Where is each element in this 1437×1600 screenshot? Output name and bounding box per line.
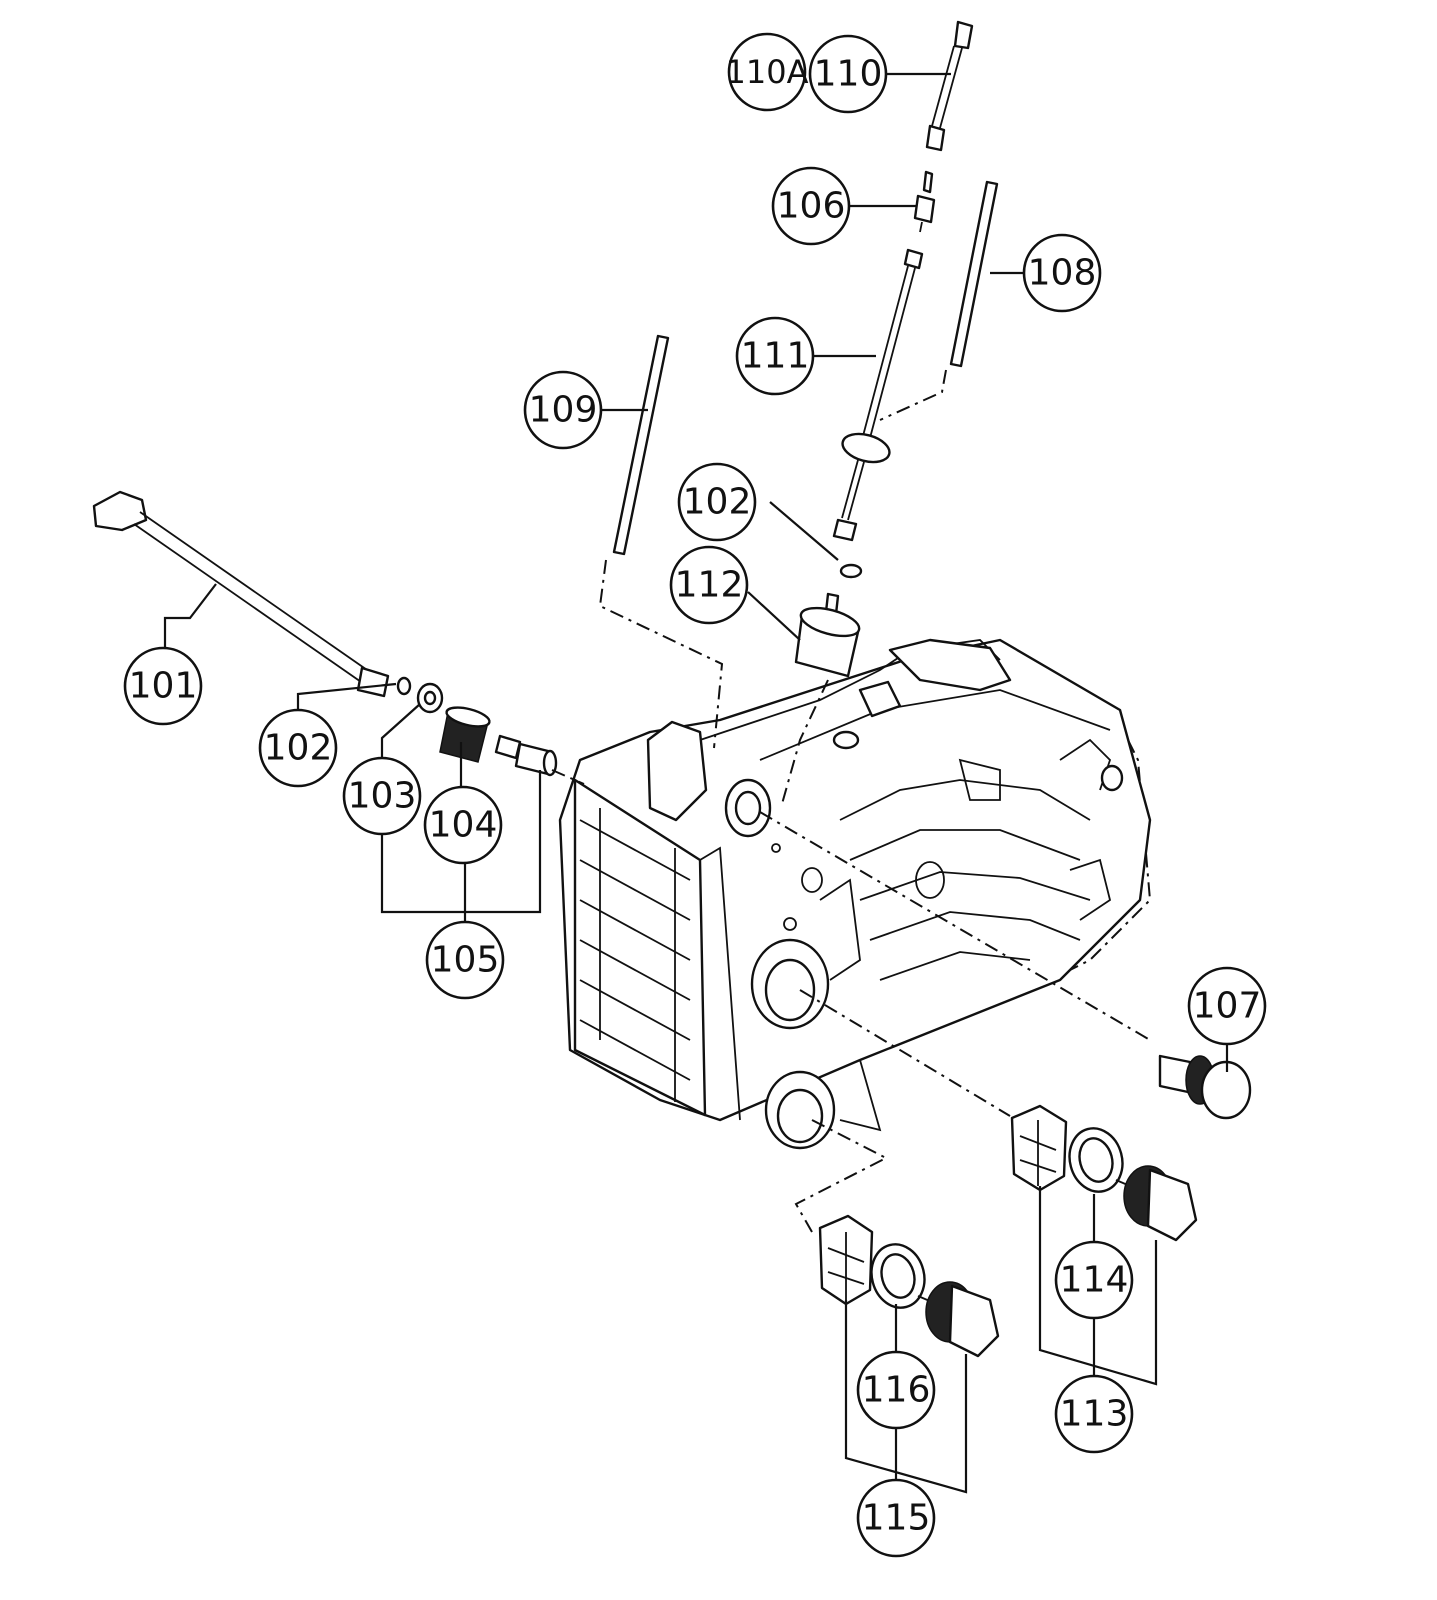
part-116-cap-assembly xyxy=(818,1214,1000,1358)
callout-103-label: 103 xyxy=(348,776,417,817)
leader-lines xyxy=(163,72,1229,1494)
callout-107-label: 107 xyxy=(1193,986,1262,1027)
callout-113: 113 xyxy=(1054,1374,1134,1454)
callout-102-top-label: 102 xyxy=(683,482,752,523)
callout-112-label: 112 xyxy=(675,565,744,606)
callout-105-label: 105 xyxy=(431,940,500,981)
part-104-filter xyxy=(439,706,491,763)
part-107-plug xyxy=(1158,1054,1252,1120)
callout-101: 101 xyxy=(123,646,203,726)
callout-102-top: 102 xyxy=(677,462,757,542)
callout-114-label: 114 xyxy=(1060,1260,1129,1301)
callout-112: 112 xyxy=(669,545,749,625)
callout-109: 109 xyxy=(523,370,603,450)
callout-111-label: 111 xyxy=(741,336,810,377)
callout-108: 108 xyxy=(1022,233,1102,313)
alignment-lines xyxy=(551,369,1151,1233)
part-114-cap-assembly xyxy=(1010,1104,1198,1242)
part-housing xyxy=(558,638,1152,1150)
callout-110A: 110A xyxy=(726,32,809,112)
callout-110A-label: 110A xyxy=(726,53,809,91)
part-102-top-washer xyxy=(839,563,863,579)
callout-104-label: 104 xyxy=(429,805,498,846)
callout-113-label: 113 xyxy=(1060,1394,1129,1435)
callout-102-left-label: 102 xyxy=(264,728,333,769)
parts-artwork xyxy=(92,20,1252,1358)
part-103-washer xyxy=(416,682,444,714)
callout-101-label: 101 xyxy=(129,666,198,707)
callout-116: 116 xyxy=(856,1350,936,1430)
callout-107: 107 xyxy=(1187,966,1267,1046)
part-110-cable xyxy=(925,20,974,152)
part-101-stick xyxy=(92,490,390,698)
callout-116-label: 116 xyxy=(862,1370,931,1411)
callout-110-label: 110 xyxy=(814,54,883,95)
callout-106: 106 xyxy=(771,166,851,246)
callout-111: 111 xyxy=(735,316,815,396)
callout-104: 104 xyxy=(423,785,503,865)
callout-108-label: 108 xyxy=(1028,253,1097,294)
callout-103: 103 xyxy=(342,756,422,836)
part-111-tube xyxy=(832,248,924,542)
callout-114: 114 xyxy=(1054,1240,1134,1320)
callout-115-label: 115 xyxy=(862,1498,931,1539)
callout-110: 110 xyxy=(808,34,888,114)
part-108-rod xyxy=(949,180,999,368)
part-112-cap xyxy=(794,592,861,678)
part-102-left-ring xyxy=(396,676,412,696)
callout-115: 115 xyxy=(856,1478,936,1558)
callout-105: 105 xyxy=(425,920,505,1000)
part-109-rod xyxy=(612,334,670,556)
callout-109-label: 109 xyxy=(529,390,598,431)
callout-106-label: 106 xyxy=(777,186,846,227)
part-105-fitting xyxy=(494,734,558,777)
part-106-fitting xyxy=(913,170,936,233)
callout-102-left: 102 xyxy=(258,708,338,788)
